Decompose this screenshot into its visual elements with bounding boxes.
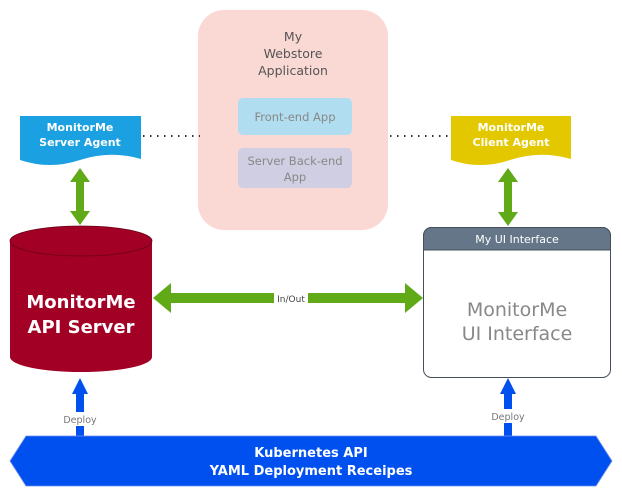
- deploy-label-right: Deploy: [491, 412, 525, 423]
- deploy-label-left: Deploy: [63, 415, 97, 426]
- client-agent-label-2: Client Agent: [473, 136, 550, 149]
- server-agent-arrow: [70, 168, 90, 225]
- server-agent-label-2: Server Agent: [39, 136, 121, 149]
- backend-label-1: Server Back-end: [247, 154, 342, 168]
- in-out-label: In/Out: [277, 295, 305, 305]
- kubernetes-api-banner: Kubernetes API YAML Deployment Receipes: [9, 435, 613, 487]
- client-agent-arrow: [498, 168, 518, 226]
- api-server-cylinder: MonitorMe API Server: [9, 225, 153, 372]
- server-agent-label-1: MonitorMe: [47, 121, 114, 134]
- deploy-arrow-left: [72, 378, 88, 437]
- deploy-arrow-right: [500, 378, 516, 437]
- kubernetes-label-2: YAML Deployment Receipes: [209, 464, 413, 479]
- frontend-label: Front-end App: [254, 110, 335, 124]
- webstore-title-3: Application: [258, 63, 328, 78]
- webstore-title-1: My: [284, 29, 303, 44]
- ui-interface-header: My UI Interface: [475, 233, 559, 246]
- kubernetes-label-1: Kubernetes API: [254, 446, 367, 461]
- api-server-label-1: MonitorMe: [26, 292, 135, 313]
- backend-label-2: App: [284, 170, 306, 184]
- ui-interface-label-2: UI Interface: [462, 323, 573, 345]
- ui-interface-window: My UI Interface MonitorMe UI Interface: [423, 227, 611, 378]
- api-server-label-2: API Server: [28, 317, 135, 338]
- webstore-title-2: Webstore: [264, 46, 323, 61]
- ui-interface-label-1: MonitorMe: [467, 299, 567, 321]
- backend-app: Server Back-end App: [238, 148, 352, 188]
- client-agent-label-1: MonitorMe: [478, 121, 545, 134]
- frontend-app: Front-end App: [238, 98, 352, 135]
- client-agent: MonitorMe Client Agent: [451, 116, 571, 165]
- webstore-application: My Webstore Application Front-end App Se…: [198, 10, 388, 230]
- server-agent: MonitorMe Server Agent: [20, 116, 141, 165]
